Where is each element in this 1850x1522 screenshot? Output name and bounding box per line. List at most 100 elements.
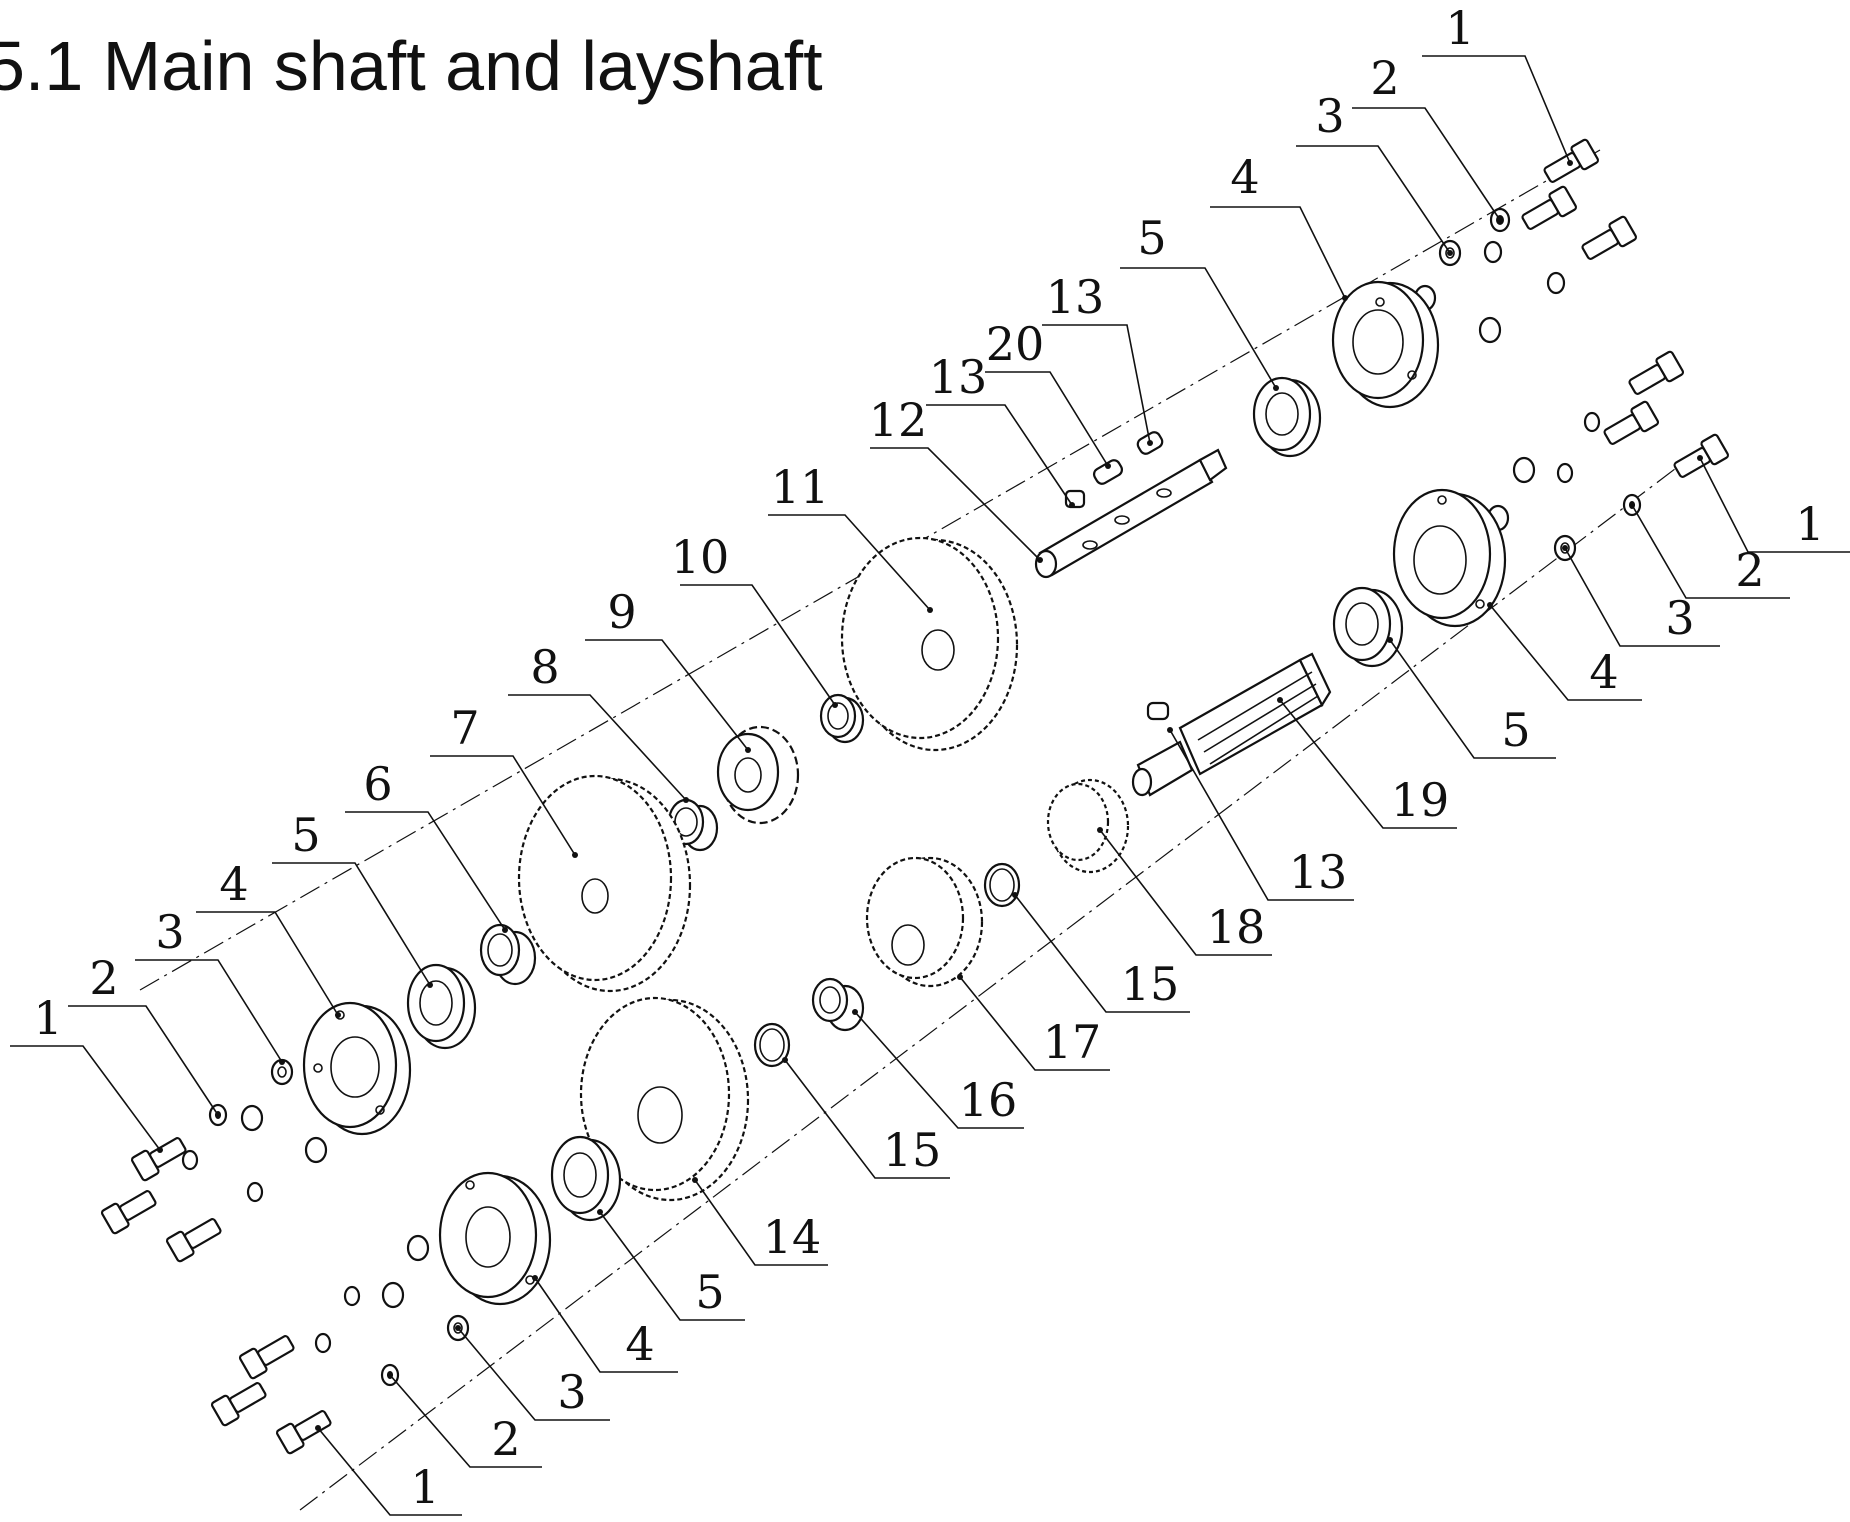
- callout: 2: [1352, 51, 1503, 223]
- callout: 2: [1629, 502, 1790, 599]
- callout: 5: [597, 1209, 745, 1321]
- flat-washer-icon: [304, 1136, 328, 1164]
- bolt-icon: [275, 1410, 332, 1455]
- svg-text:12: 12: [869, 393, 928, 447]
- svg-text:4: 4: [625, 1317, 654, 1371]
- bolt-icon: [1521, 185, 1578, 230]
- callout: 4: [1487, 602, 1642, 701]
- callout: 3: [135, 905, 285, 1065]
- bearing-cover-icon: [1331, 280, 1440, 409]
- callout: 19: [1277, 697, 1457, 829]
- ball-bearing-icon: [550, 1135, 622, 1222]
- spring-washer-icon: [1483, 240, 1503, 264]
- bearing-cover-icon: [438, 1171, 552, 1306]
- svg-text:4: 4: [219, 857, 248, 911]
- svg-text:5: 5: [1137, 211, 1166, 265]
- callout: 4: [1210, 150, 1348, 301]
- svg-text:19: 19: [1391, 773, 1450, 827]
- svg-text:10: 10: [671, 530, 730, 584]
- callout: 14: [692, 1177, 828, 1266]
- callout: 3: [455, 1325, 610, 1421]
- spacer-icon: [811, 977, 865, 1032]
- svg-text:17: 17: [1043, 1015, 1102, 1069]
- svg-text:3: 3: [1315, 89, 1344, 143]
- ball-bearing-icon: [1332, 586, 1404, 668]
- callout: 1: [10, 991, 163, 1153]
- layshaft-axis: [299, 449, 1701, 1511]
- callout: 15: [782, 1057, 950, 1179]
- flat-washer-icon: [240, 1104, 264, 1132]
- svg-text:3: 3: [155, 905, 184, 959]
- callout: 5: [272, 808, 433, 988]
- callout: 4: [532, 1275, 678, 1373]
- spring-washer-icon: [181, 1149, 199, 1171]
- gear-icon: [865, 856, 984, 988]
- circlip-icon: [983, 862, 1021, 908]
- svg-text:3: 3: [557, 1365, 586, 1419]
- key-icon: [1092, 459, 1124, 485]
- svg-text:2: 2: [1735, 543, 1764, 597]
- spring-washer-icon: [246, 1181, 264, 1203]
- page-title: 5.1 Main shaft and layshaft: [0, 27, 823, 105]
- svg-text:1: 1: [1445, 1, 1474, 55]
- spacer-icon: [479, 923, 537, 986]
- callout: 18: [1097, 827, 1272, 956]
- svg-text:4: 4: [1230, 150, 1259, 204]
- svg-text:13: 13: [1289, 845, 1348, 899]
- ball-bearing-icon: [406, 963, 477, 1050]
- svg-text:5: 5: [1501, 703, 1530, 757]
- svg-text:15: 15: [1121, 957, 1180, 1011]
- svg-text:9: 9: [607, 585, 636, 639]
- callout: 1: [315, 1425, 462, 1516]
- callout: 2: [387, 1372, 542, 1468]
- bolt-icon: [238, 1335, 295, 1380]
- flat-washer-icon: [270, 1058, 294, 1086]
- callout: 10: [671, 530, 838, 708]
- spring-washer-icon: [343, 1285, 361, 1307]
- callout: 4: [196, 857, 341, 1018]
- bolt-icon: [1581, 215, 1638, 260]
- svg-text:2: 2: [491, 1412, 520, 1466]
- svg-text:2: 2: [1370, 51, 1399, 105]
- spring-washer-icon: [1556, 462, 1574, 484]
- pinion-icon: [1046, 778, 1130, 874]
- callout: 11: [768, 460, 933, 613]
- key-icon: [1146, 701, 1170, 721]
- callout: 5: [1387, 637, 1556, 759]
- svg-text:13: 13: [1046, 270, 1105, 324]
- svg-text:11: 11: [771, 460, 830, 514]
- gear-icon: [840, 536, 1019, 752]
- gear-icon: [579, 996, 750, 1202]
- svg-text:16: 16: [959, 1073, 1018, 1127]
- svg-text:20: 20: [986, 317, 1045, 371]
- ball-bearing-icon: [1252, 376, 1322, 458]
- spring-washer-icon: [314, 1332, 332, 1354]
- svg-text:3: 3: [1665, 591, 1694, 645]
- bolt-icon: [130, 1137, 187, 1182]
- svg-text:7: 7: [450, 701, 479, 755]
- bearing-cover-icon: [302, 1001, 412, 1136]
- flat-washer-icon: [406, 1234, 430, 1262]
- spring-washer-icon: [1583, 411, 1601, 433]
- callout: 8: [508, 640, 689, 803]
- callout: 3: [1562, 545, 1720, 647]
- bearing-cover-icon: [1392, 488, 1507, 628]
- bolt-icon: [210, 1382, 267, 1427]
- gear-icon: [517, 774, 692, 993]
- callout: 3: [1296, 89, 1453, 256]
- svg-text:5: 5: [695, 1265, 724, 1319]
- callout: 13: [1167, 727, 1354, 901]
- callout: 6: [345, 757, 508, 933]
- callout: 1: [1422, 1, 1573, 166]
- bolt-icon: [1628, 350, 1685, 395]
- svg-text:13: 13: [929, 350, 988, 404]
- bolt-icon: [165, 1218, 222, 1263]
- svg-text:15: 15: [883, 1123, 942, 1177]
- callout: 20: [985, 317, 1111, 469]
- callout: 13: [926, 350, 1075, 508]
- svg-text:5: 5: [291, 808, 320, 862]
- svg-text:1: 1: [33, 991, 62, 1045]
- flat-washer-icon: [381, 1281, 405, 1309]
- svg-text:4: 4: [1589, 645, 1618, 699]
- svg-text:14: 14: [763, 1210, 822, 1264]
